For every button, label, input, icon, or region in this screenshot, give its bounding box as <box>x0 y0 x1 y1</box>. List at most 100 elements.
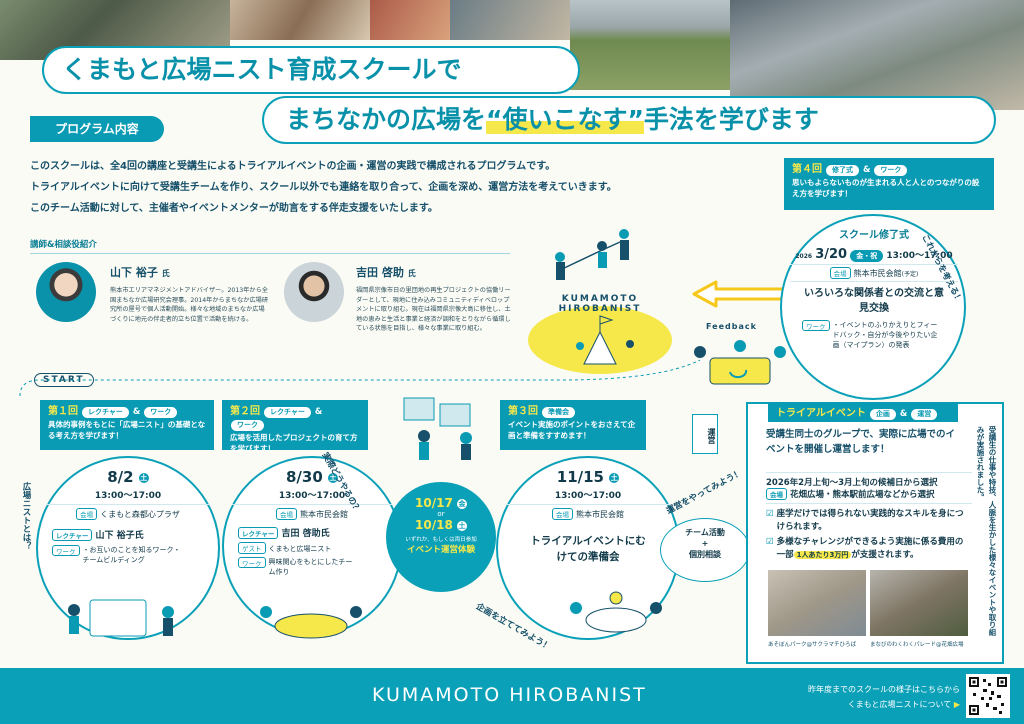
play-icon: ▶ <box>953 700 960 710</box>
session3-title: トライアルイベントにむけての準備会 <box>530 535 646 563</box>
trial-side-note-text: 受講生の仕事や特技、人脈を生かした様々なイベントや取り組みが実施されました。 <box>976 426 997 636</box>
logo-text: KUMAMOTO HIROBANIST <box>540 294 660 314</box>
session2-guest: くまもと広場ニスト <box>268 545 332 553</box>
session4-body: スクール修了式 2026 3/20 金・祝 13:00〜17:00 会場熊本市民… <box>790 226 958 350</box>
session3-venue-tag: 会場 <box>552 508 573 520</box>
session3-body: 11/15 土 13:00〜17:00 会場熊本市民会館 トライアルイベントにむ… <box>506 468 670 566</box>
session4-work: ・イベントのふりかえりとフィードバック・自分が今後やりたい企画（マイプラン）の発… <box>832 321 938 350</box>
session4-date: 3/20 <box>815 247 848 262</box>
session1-lecturer-tag: レクチャー <box>52 529 93 541</box>
curve-label-run-text: 運営をやってみよう！ <box>664 468 745 517</box>
photo-people <box>450 0 570 40</box>
avatar-yamashita <box>36 262 96 322</box>
trial-day-label: イベント運営体験 <box>406 545 475 555</box>
program-label-text: プログラム内容 <box>55 122 139 136</box>
trial-event-tag-plan: 企画 <box>868 408 897 421</box>
footer: KUMAMOTO HIROBANIST 昨年度までのスクールの様子はこちらから … <box>0 668 1024 724</box>
curve-label-what-is-text: 広場ニストとは？ <box>21 482 31 550</box>
session3-num: 第３回 <box>508 406 538 417</box>
instructor-yoshida-bio: 福岡県宗像市日の里団地の再生プロジェクトの協働リーダーとして、現地に住み込みコミ… <box>356 287 511 333</box>
trial-day-circle: 10/17 金 or 10/18 土 いずれか、もしくは両日参加 イベント運営体… <box>386 482 496 592</box>
trial-event-tag-operation: 運営 <box>910 408 939 421</box>
photo-trial-1 <box>768 570 866 636</box>
feedback-label-text: Feedback <box>706 322 757 331</box>
session3-date: 11/15 <box>556 468 604 486</box>
unei-sign-text: 運営 <box>707 427 716 444</box>
session1-work-tag: ワーク <box>52 545 80 556</box>
session1-tag-work: ワーク <box>143 406 179 419</box>
trial-day-dow2: 土 <box>456 520 467 531</box>
trial-event-venue: 会場花畑広場・熊本駅前広場などから選択 <box>766 488 972 504</box>
footer-link[interactable]: くまもと広場ニストについて ▶ <box>760 697 960 712</box>
session2-dow: 土 <box>328 472 339 483</box>
session3-time: 13:00〜17:00 <box>506 488 670 505</box>
photo-plaza-lawn <box>570 0 730 90</box>
logo-illustration <box>528 229 672 374</box>
session1-venue: くまもと森都心プラザ <box>100 510 180 519</box>
session2-lecturer: 吉田 啓助氏 <box>281 529 330 539</box>
team-activity-circle: チーム活動 + 個別相談 <box>660 518 750 582</box>
session2-work: 興味関心をもとにしたチーム作り <box>268 558 353 577</box>
session3-header: 第３回 準備会 イベント実施のポイントをおさえて企画と準備をすすめます！ <box>500 400 646 450</box>
session4-dow: 金・祝 <box>850 250 884 262</box>
instructor-yamashita-name: 山下 裕子 <box>110 266 158 279</box>
feedback-label: Feedback <box>706 322 757 331</box>
session4-venue-tag: 会場 <box>829 267 851 279</box>
qr-code-icon <box>969 677 1007 715</box>
start-label: START <box>34 373 94 387</box>
photo-caption-1: あそぼんパーク@サクラマチひろば <box>768 640 866 648</box>
session1-venue-tag: 会場 <box>76 508 98 520</box>
session2-circle <box>222 456 402 636</box>
logo-line1: KUMAMOTO <box>561 294 639 304</box>
instructors-heading-text: 講師&相談役紹介 <box>30 240 97 250</box>
photo-plaza-building <box>730 0 1024 110</box>
session4-desc: 思いもよらないものが生まれる人と人とのつながりの設え方を学びます！ <box>792 178 980 199</box>
session2-desc: 広場を活用したプロジェクトの育て方を学びます！ <box>230 432 358 453</box>
team-line1: チーム活動 <box>685 528 725 537</box>
program-line-1: このスクールは、全4回の講座と受講生によるトライアルイベントの企画・運営の実践で… <box>30 161 556 172</box>
footer-brand: KUMAMOTO HIROBANIST <box>372 684 647 706</box>
session2-body: 8/30 土 13:00〜17:00 会場熊本市民会館 レクチャー吉田 啓助氏 … <box>232 468 392 577</box>
curve-label-what-is: 広場ニストとは？ <box>20 482 32 550</box>
photo-trial-2 <box>870 570 968 636</box>
footer-note-1: 昨年度までのスクールの様子はこちらから <box>808 685 960 694</box>
team-line2: 個別相談 <box>689 549 721 559</box>
footer-link-text[interactable]: くまもと広場ニストについて <box>847 700 952 710</box>
session4-tag-work: ワーク <box>873 164 909 177</box>
hero-title-line1: くまもと広場ニスト育成スクールで <box>42 46 580 94</box>
instructor-yamashita-suffix: 氏 <box>161 269 170 278</box>
check-icon: ☑ <box>766 537 774 547</box>
session2-num: 第２回 <box>230 406 260 417</box>
team-plus: + <box>701 538 709 548</box>
people-session3-illustration <box>570 591 662 633</box>
trial-day-or: or <box>437 510 445 518</box>
feedback-arrow-icon <box>692 280 808 308</box>
session4-num: 第４回 <box>792 164 822 175</box>
program-description: このスクールは、全4回の講座と受講生によるトライアルイベントの企画・運営の実践で… <box>30 156 750 219</box>
people-feedback-illustration <box>694 340 786 385</box>
trial-event-check2-a: 多様なチャレンジができるよう実施に係る費用の一部 <box>776 537 964 560</box>
trial-event-venue-tag: 会場 <box>766 488 787 500</box>
photo-market <box>370 0 450 40</box>
start-label-text: START <box>43 375 85 385</box>
session4-circle <box>780 214 966 400</box>
session3-dow: 土 <box>609 472 620 483</box>
trial-event-desc: 受講生同士のグループで、実際に広場でのイベントを開催し運営します！ <box>766 428 964 457</box>
session2-date: 8/30 <box>285 468 323 486</box>
trial-event-header: トライアルイベント 企画 & 運営 <box>768 402 958 422</box>
qr-code[interactable] <box>966 674 1010 718</box>
session1-date: 8/2 <box>107 468 134 486</box>
session4-tag-amp: & <box>862 165 871 175</box>
session1-body: 8/2 土 13:00〜17:00 会場くまもと森都心プラザ レクチャー山下 裕… <box>46 468 210 565</box>
instructor-yamashita-bio: 熊本市エリアマネジメントアドバイザー。2013年から全国まちなか広場研究会理事。… <box>110 287 269 323</box>
program-line-3: このチーム活動に対して、主催者やイベントメンターが助言をする伴走支援をいたします… <box>30 203 438 214</box>
session1-tag-lecture: レクチャー <box>80 406 130 419</box>
hero-title-line2-a: まちなかの広場を <box>286 105 487 134</box>
session2-venue-tag: 会場 <box>276 508 297 520</box>
trial-event-desc-text: 受講生同士のグループで、実際に広場でのイベントを開催し運営します！ <box>766 429 956 455</box>
hero-title-line2-b: “使いこなす” <box>486 105 644 134</box>
session1-num: 第１回 <box>48 406 78 417</box>
trial-day-date1: 10/17 <box>415 496 453 510</box>
session2-time: 13:00〜17:00 <box>232 488 392 505</box>
